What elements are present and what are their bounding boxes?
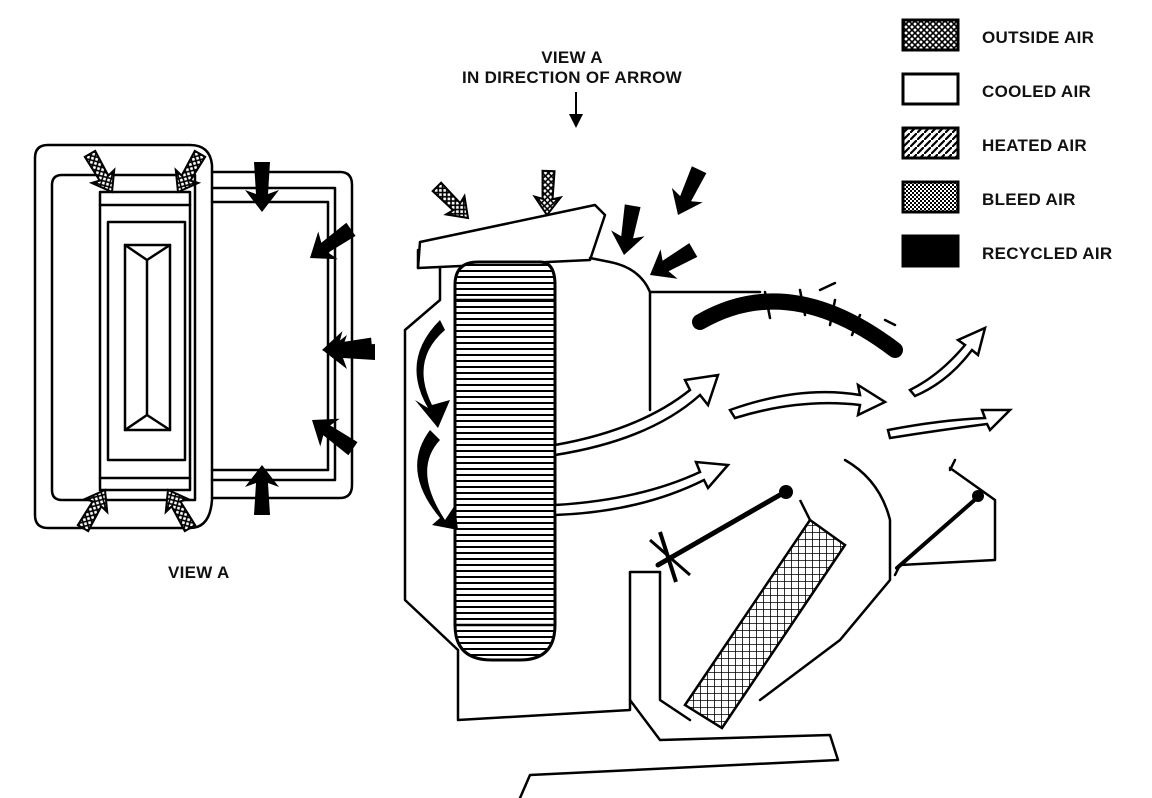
legend-label: OUTSIDE AIR (982, 28, 1094, 47)
view-a-caption: VIEW A (168, 563, 230, 582)
legend-item-outside-air: OUTSIDE AIR (901, 18, 1094, 52)
main-outside-air-arrows (426, 169, 563, 229)
legend-label: RECYCLED AIR (982, 244, 1112, 263)
legend-item-bleed-air: BLEED AIR (901, 180, 1076, 214)
damper-rods (649, 485, 984, 583)
heat-exchanger-core (453, 260, 557, 662)
legend-label: COOLED AIR (982, 82, 1091, 101)
main-recycled-air-arrows (325, 162, 715, 530)
heater-coil (683, 518, 847, 730)
main-cooled-air-arrows (553, 325, 1014, 517)
legend-item-recycled-air: RECYCLED AIR (901, 234, 1112, 268)
view-a-title-line1: VIEW A (541, 48, 603, 67)
legend-label: HEATED AIR (982, 136, 1087, 155)
legend-item-heated-air: HEATED AIR (901, 126, 1087, 160)
view-direction-arrow (569, 92, 583, 128)
view-a-title-line2: IN DIRECTION OF ARROW (462, 68, 683, 87)
legend-item-cooled-air: COOLED AIR (901, 72, 1091, 106)
legend-label: BLEED AIR (982, 190, 1076, 209)
view-a-drawing (33, 143, 354, 530)
legend: OUTSIDE AIR COOLED AIR HEATED AIR BLEED … (901, 18, 1112, 268)
recycle-duct (692, 281, 903, 358)
view-a-recycled-air-arrows (245, 162, 374, 515)
